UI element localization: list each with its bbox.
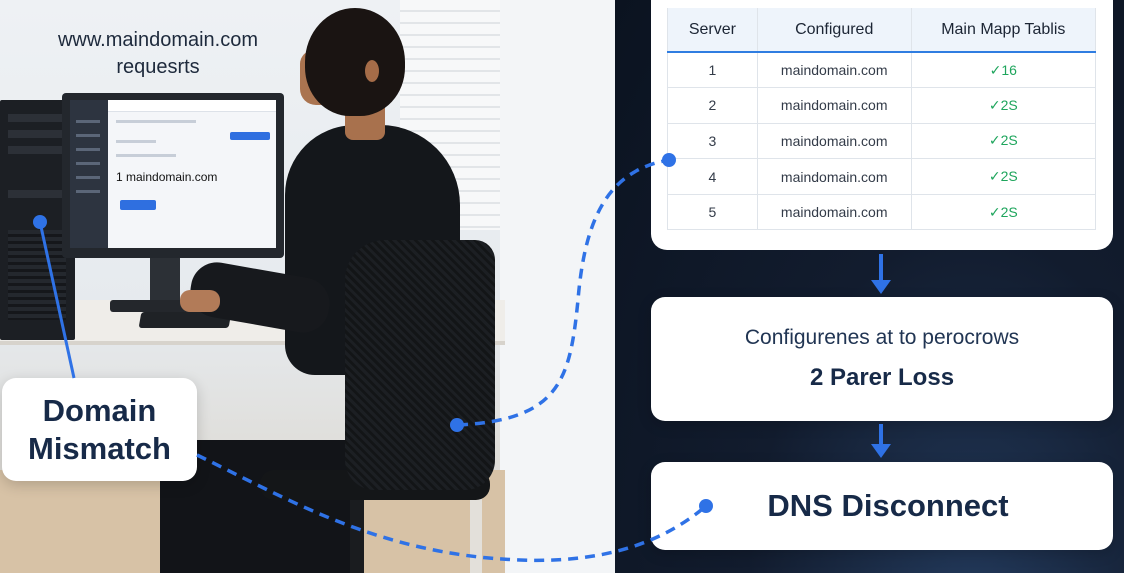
cell-configured: maindomain.com: [756, 193, 912, 231]
person-hand: [180, 290, 220, 312]
mismatch-to-dns-connector: [196, 453, 708, 563]
screen-button: [120, 200, 156, 210]
config-loss-subtitle: Configurenes at to perocrows: [744, 326, 1020, 349]
cell-server: 5: [667, 193, 758, 231]
office-photo: 1 maindomain.com www.maindomain.com requ…: [0, 0, 615, 573]
down-arrow-2: [871, 424, 891, 458]
cell-server: 4: [667, 158, 758, 195]
table-header-row: Server Configured Main Mapp Tablis: [667, 8, 1097, 53]
dns-disconnect-box: DNS Disconnect: [651, 462, 1113, 550]
dns-disconnect-title: DNS Disconnect: [767, 488, 1009, 523]
monitor-stand: [150, 258, 180, 303]
caption-requests: requesrts: [116, 56, 200, 78]
screen-domain-text: 1 maindomain.com: [116, 170, 218, 184]
chair-to-table-connector: [457, 158, 670, 427]
person-ear: [365, 60, 379, 82]
tower-connector: [38, 221, 76, 379]
cell-server: 2: [667, 87, 758, 124]
table-dot: [662, 153, 676, 167]
wall: [500, 0, 615, 573]
config-loss-box: Configurenes at to perocrows 2 Parer Los…: [651, 297, 1113, 421]
chair-back: [345, 240, 495, 490]
cell-mapped: ✓2S: [910, 158, 1097, 195]
cell-configured: maindomain.com: [756, 51, 912, 89]
dns-dot: [699, 499, 713, 513]
header-configured: Configured: [756, 8, 912, 53]
cell-server: 1: [667, 51, 758, 89]
monitor: 1 maindomain.com: [62, 93, 284, 258]
server-table: Server Configured Main Mapp Tablis 1 mai…: [667, 8, 1097, 231]
table-row: 1 maindomain.com ✓16: [667, 51, 1097, 89]
domain-mismatch-line2: Mismatch: [28, 430, 171, 466]
down-arrow-1: [871, 254, 891, 294]
domain-mismatch-callout: Domain Mismatch: [2, 378, 197, 481]
tower-dot: [33, 215, 47, 229]
chair-dot: [450, 418, 464, 432]
cell-configured: maindomain.com: [756, 158, 912, 195]
chair-post: [350, 500, 364, 573]
caption-domain: www.maindomain.com: [57, 29, 259, 51]
request-caption: www.maindomain.com requesrts: [48, 27, 268, 81]
header-server: Server: [667, 8, 758, 53]
header-mapped: Main Mapp Tablis: [910, 8, 1097, 53]
table-row: 4 maindomain.com ✓2S: [667, 158, 1097, 195]
domain-mismatch-label: Domain Mismatch: [28, 392, 171, 468]
person-head: [305, 8, 405, 116]
monitor-screen: 1 maindomain.com: [70, 100, 276, 248]
table-row: 5 maindomain.com ✓2S: [667, 193, 1097, 231]
cell-mapped: ✓2S: [910, 193, 1097, 231]
domain-mismatch-line1: Domain: [42, 392, 157, 428]
config-loss-title: 2 Parer Loss: [809, 364, 955, 391]
